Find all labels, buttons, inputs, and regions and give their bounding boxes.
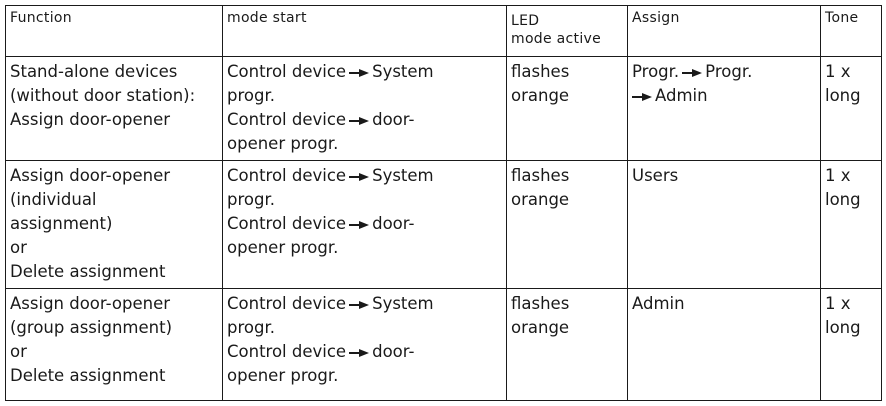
mode-start-line: progr.: [227, 86, 275, 105]
tone-line: 1 x: [825, 62, 851, 81]
assign-line: Admin: [632, 84, 816, 108]
tone-line: long: [825, 86, 861, 105]
tone-line: long: [825, 318, 861, 337]
mode-start-text: door-: [372, 214, 415, 233]
mode-start-text: door-: [372, 110, 415, 129]
header-led-line2: mode active: [511, 31, 602, 47]
header-mode-start: mode start: [222, 5, 507, 57]
mode-start-text: Control device: [227, 214, 347, 233]
right-arrow-icon: [349, 348, 370, 358]
mode-start-text: Control device: [227, 110, 347, 129]
header-function: Function: [5, 5, 223, 57]
table-row: Assign door-opener (group assignment) or…: [5, 288, 882, 401]
assign-text: Admin: [655, 86, 708, 105]
cell-function: Assign door-opener (group assignment) or…: [5, 288, 223, 401]
function-line: Assign door-opener: [10, 166, 171, 185]
cell-mode-start: Control device System progr. Control devi…: [222, 160, 507, 289]
function-line: or: [10, 342, 27, 361]
cell-led: flashes orange: [506, 160, 628, 289]
right-arrow-icon: [349, 116, 370, 126]
mode-start-line: opener progr.: [227, 366, 339, 385]
cell-function: Stand-alone devices (without door statio…: [5, 56, 223, 161]
mode-start-line: Control device System: [227, 292, 502, 316]
function-line: assignment): [10, 214, 113, 233]
function-line: (group assignment): [10, 318, 173, 337]
function-line: (individual: [10, 190, 97, 209]
header-led-mode-active: LED mode active: [506, 5, 628, 57]
assign-line: Progr. Progr.: [632, 60, 816, 84]
mode-start-line: Control device System: [227, 60, 502, 84]
assign-text: Progr.: [705, 62, 753, 81]
function-line: (without door station):: [10, 86, 196, 105]
led-line: flashes: [511, 166, 570, 185]
mode-start-line: Control device door-: [227, 108, 502, 132]
function-line: Delete assignment: [10, 366, 166, 385]
mode-start-line: progr.: [227, 190, 275, 209]
tone-line: long: [825, 190, 861, 209]
cell-assign: Users: [627, 160, 821, 289]
assign-line: Admin: [632, 294, 685, 313]
cell-led: flashes orange: [506, 56, 628, 161]
assign-text: Progr.: [632, 62, 680, 81]
mode-start-text: Control device: [227, 62, 347, 81]
mode-start-line: opener progr.: [227, 134, 339, 153]
right-arrow-icon: [632, 92, 652, 102]
function-line: Assign door-opener: [10, 294, 171, 313]
cell-tone: 1 x long: [820, 56, 882, 161]
led-line: flashes: [511, 294, 570, 313]
table-row: Stand-alone devices (without door statio…: [5, 56, 882, 161]
function-line: Delete assignment: [10, 262, 166, 281]
right-arrow-icon: [349, 220, 370, 230]
function-line: Stand-alone devices: [10, 62, 178, 81]
right-arrow-icon: [349, 300, 370, 310]
header-assign: Assign: [627, 5, 821, 57]
led-line: orange: [511, 86, 570, 105]
mode-start-text: System: [372, 294, 434, 313]
mode-start-text: System: [372, 166, 434, 185]
led-line: orange: [511, 190, 570, 209]
function-line: or: [10, 238, 27, 257]
table-row: Assign door-opener (individual assignmen…: [5, 160, 882, 289]
mode-start-line: Control device door-: [227, 340, 502, 364]
mode-start-text: System: [372, 62, 434, 81]
mode-start-text: Control device: [227, 294, 347, 313]
mode-start-line: Control device System: [227, 164, 502, 188]
cell-tone: 1 x long: [820, 160, 882, 289]
tone-line: 1 x: [825, 166, 851, 185]
header-tone: Tone: [820, 5, 882, 57]
mode-start-line: Control device door-: [227, 212, 502, 236]
mode-start-line: progr.: [227, 318, 275, 337]
mode-start-line: opener progr.: [227, 238, 339, 257]
cell-led: flashes orange: [506, 288, 628, 401]
cell-assign: Admin: [627, 288, 821, 401]
cell-assign: Progr. Progr. Admin: [627, 56, 821, 161]
function-line: Assign door-opener: [10, 110, 171, 129]
mode-start-text: Control device: [227, 342, 347, 361]
cell-tone: 1 x long: [820, 288, 882, 401]
function-table: Function mode start LED mode active Assi…: [5, 5, 882, 401]
cell-mode-start: Control device System progr. Control devi…: [222, 288, 507, 401]
cell-function: Assign door-opener (individual assignmen…: [5, 160, 223, 289]
mode-start-text: Control device: [227, 166, 347, 185]
right-arrow-icon: [349, 172, 370, 182]
right-arrow-icon: [682, 68, 703, 78]
cell-mode-start: Control device System progr. Control devi…: [222, 56, 507, 161]
tone-line: 1 x: [825, 294, 851, 313]
led-line: orange: [511, 318, 570, 337]
assign-line: Users: [632, 166, 679, 185]
table-header-row: Function mode start LED mode active Assi…: [5, 5, 882, 57]
led-line: flashes: [511, 62, 570, 81]
mode-start-text: door-: [372, 342, 415, 361]
header-led-line1: LED: [511, 13, 540, 29]
right-arrow-icon: [349, 68, 370, 78]
